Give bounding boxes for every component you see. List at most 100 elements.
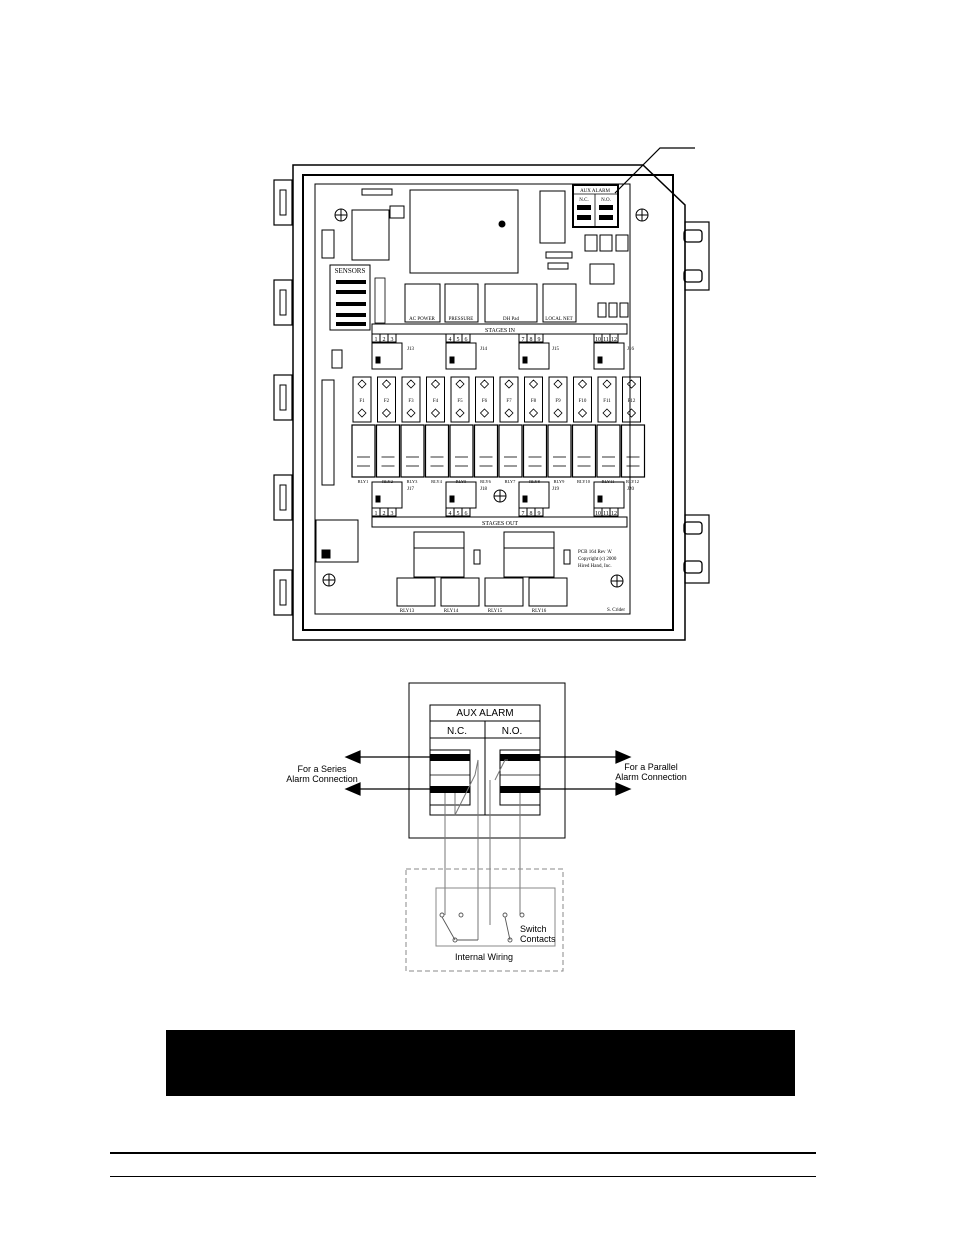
stage-in-number: 3 [391,337,394,343]
jumper-j14: J14 [480,347,487,352]
fuse-holder [352,376,372,423]
fuse-clip [528,408,539,418]
copyright-line-1: PCB 164 Rev 'A' [578,550,612,555]
stage-out-number: 4 [449,511,452,517]
fuse-clip [626,408,637,418]
fuse-holder [450,376,470,423]
aux-alarm-small-label: AUX ALARM [580,189,610,194]
stage-in-pin [597,356,603,364]
copyright-line-3: Hired Hand, Inc. [578,564,612,569]
enclosure [273,164,710,641]
stage-in-number-box [609,333,619,343]
callout-line [614,147,695,194]
stage-in-number: 12 [611,337,617,343]
fuse-label: F2 [384,399,390,404]
sensors-block: SENSORS [329,264,386,331]
fuse-clip [504,408,514,418]
internal-wiring-label: Internal Wiring [455,952,513,962]
fuse-clip [357,379,367,389]
fuse-clip [504,379,514,389]
bottom-relay [440,577,480,607]
fuse-holder [524,376,543,423]
fuse-clip [430,379,441,389]
fuse-clip [602,408,612,418]
relay [547,424,572,478]
fuse-label: F3 [408,399,414,404]
detail-title: AUX ALARM [456,708,513,719]
stage-out-number: 10 [595,511,601,517]
no-small-label: N.O. [601,198,611,203]
stage-out-pin [597,495,603,503]
fuse-label: F11 [603,399,611,404]
stage-out-number: 11 [603,511,609,517]
stage-in-number: 5 [457,337,460,343]
jumper-j15: J15 [552,347,559,352]
stage-out-number-box [461,507,471,517]
fuse-clip [357,408,367,418]
stage-in-number: 9 [538,337,541,343]
bottom-relay [484,577,524,607]
ac-power-label: AC POWER [409,317,435,322]
fuse-clip [381,379,392,389]
relay-label: RLY4 [431,479,443,484]
relay [375,424,401,478]
bottom-relay-label: RLY13 [400,609,415,614]
stage-in-block [445,342,477,370]
fuse-label: F4 [433,399,439,404]
series-label-1: For a Series [297,764,347,774]
relay-label: RLY9 [554,479,566,484]
relay-label: RLY1 [358,479,369,484]
stage-out-number: 3 [391,511,394,517]
footer-rule-bottom [110,1176,816,1177]
stage-out-number: 9 [538,511,541,517]
stage-out-number: 2 [383,511,386,517]
stage-in-number-box [387,333,397,343]
relay [351,424,376,478]
relay [571,424,597,478]
jumper-j16: J16 [627,347,634,352]
fuse-label: F10 [579,399,587,404]
jumper-j13: J13 [407,347,414,352]
fuse-label: F7 [506,399,512,404]
relay-label: RLY3 [407,479,419,484]
aux-alarm-detail: AUX ALARM N.C. N.O. For a Series Alarm C… [286,682,687,972]
relay [522,424,548,478]
fuse-holder [475,376,494,423]
stage-out-number: 6 [465,511,468,517]
fuse-holder [426,376,445,423]
fuse-holder [548,376,568,423]
stages-in-bar [371,323,628,335]
nc-small-label: N.C. [579,198,588,203]
stages-out-label: STAGES OUT [482,521,518,527]
stage-in-number: 8 [530,337,533,343]
detail-no: N.O. [502,726,523,737]
footer-rule-top [110,1152,816,1154]
jumper-j18: J18 [480,487,487,492]
relay [498,424,523,478]
fuse-clip [626,379,637,389]
copyright-line-2: Copyright (c) 2000 [578,557,617,562]
fuse-clip [455,379,465,389]
fuse-clip [553,379,563,389]
stage-out-number: 7 [522,511,525,517]
stage-in-number: 11 [603,337,609,343]
aux-alarm-block: AUX ALARM N.C. N.O. [572,184,619,228]
stage-in-block [371,342,403,370]
terminal-strip [321,379,335,486]
fuse-holder [499,376,519,423]
caption-bar [166,1030,795,1096]
stage-out-pin [375,495,381,503]
fuse-clip [430,408,441,418]
jumper-j19: J19 [552,487,559,492]
stage-out-number: 5 [457,511,460,517]
sensors-label: SENSORS [335,267,366,275]
relay-label: RLY6 [480,479,492,484]
stage-out-block [518,481,550,509]
fuse-clip [528,379,539,389]
fuse-holder [377,376,396,423]
